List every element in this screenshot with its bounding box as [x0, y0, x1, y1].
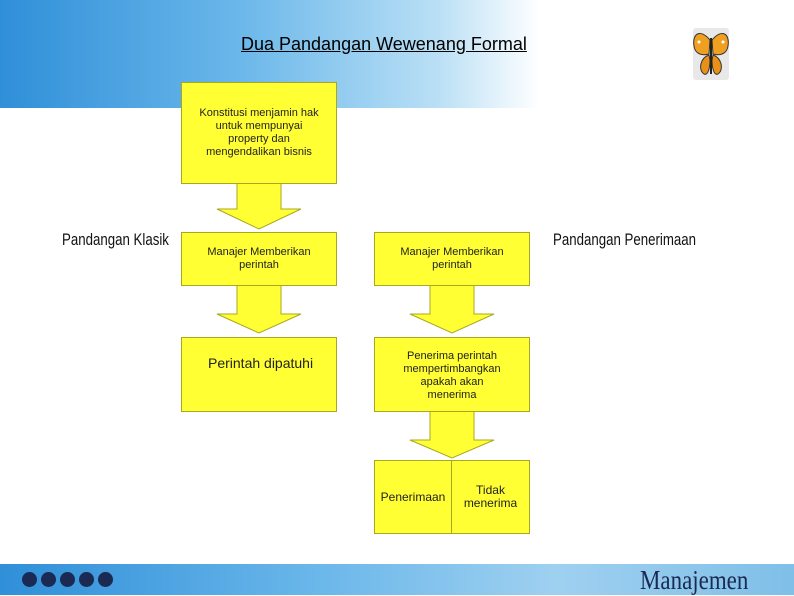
- header-band: [0, 0, 794, 108]
- box-constitution: Konstitusi menjamin hak untuk mempunyai …: [181, 82, 337, 184]
- footer-dot: [22, 572, 37, 587]
- label-classic-view: Pandangan Klasik: [62, 230, 169, 249]
- footer-brand: Manajemen: [640, 565, 749, 595]
- box-receiver-considers: Penerima perintah mempertimbangkan apaka…: [374, 337, 530, 412]
- footer-dot: [60, 572, 75, 587]
- label-acceptance-view: Pandangan Penerimaan: [553, 230, 697, 249]
- arrow-down-left-1: [216, 182, 302, 230]
- box-manager-command-right: Manajer Memberikan perintah: [374, 232, 530, 286]
- footer-dot: [79, 572, 94, 587]
- box-command-obeyed: Perintah dipatuhi: [181, 337, 337, 412]
- footer-dots: [22, 572, 113, 587]
- arrow-down-right-2: [409, 410, 495, 459]
- butterfly-icon: [693, 28, 729, 80]
- footer-band: [0, 564, 794, 595]
- box-not-accepting: Tidak menerima: [451, 460, 530, 534]
- slide-title: Dua Pandangan Wewenang Formal: [241, 34, 527, 54]
- footer-dot: [41, 572, 56, 587]
- footer-dot: [98, 572, 113, 587]
- arrow-down-left-2: [216, 284, 302, 334]
- arrow-down-right-1: [409, 284, 495, 334]
- box-manager-command-left: Manajer Memberikan perintah: [181, 232, 337, 286]
- box-acceptance: Penerimaan: [374, 460, 452, 534]
